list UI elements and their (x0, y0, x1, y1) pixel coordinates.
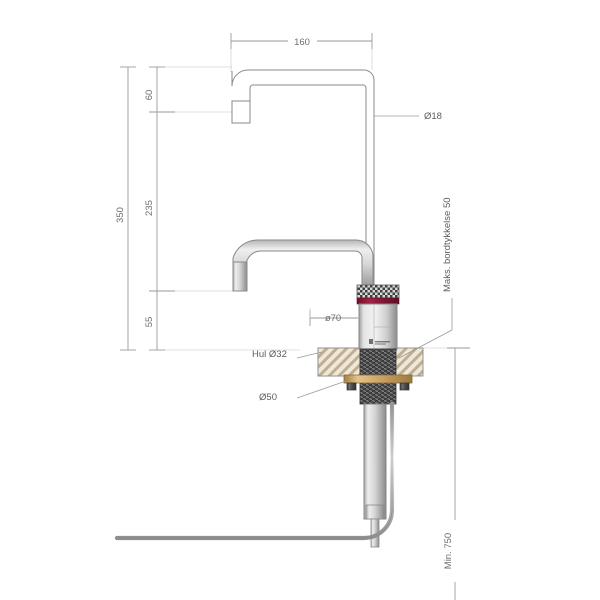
dim-min750-text-mask (443, 520, 459, 582)
label-diameter-18: Ø18 (424, 111, 442, 122)
shank-threaded-lower (359, 381, 397, 405)
dimension-label-60: 60 (144, 90, 155, 101)
dimension-group-70 (309, 308, 358, 326)
lower-spout-body (232, 239, 374, 293)
accent-band (356, 297, 400, 305)
mounting-nut-right (399, 382, 410, 391)
dimension-label-min-750: Min. 750 (443, 533, 454, 569)
lower-spout-aerator (232, 261, 248, 292)
down-tube (363, 403, 387, 548)
flex-hose-fill (114, 401, 395, 541)
down-tube-collar (365, 504, 385, 520)
upper-spout (231, 69, 375, 300)
label-hole-diameter-32: Hul Ø32 (252, 349, 287, 360)
dimension-group-left (120, 66, 300, 351)
valve-body (356, 284, 400, 350)
dimension-label-55: 55 (144, 317, 155, 328)
upper-spout-aerator (231, 100, 251, 124)
label-diameter-50: Ø50 (259, 392, 277, 403)
knurled-cap (356, 284, 400, 299)
leader-max-worktop (398, 298, 453, 359)
dimension-label-350: 350 (115, 207, 126, 223)
upper-spout-outer-edge (231, 69, 375, 300)
leader-line-50 (296, 380, 347, 399)
leader-hole-32 (296, 351, 323, 359)
brand-logo-icon (369, 339, 390, 345)
shank-threaded-upper (359, 348, 397, 377)
lower-spout (232, 239, 374, 293)
dimension-label-235: 235 (144, 200, 155, 216)
leader-diameter-50 (296, 380, 347, 399)
flex-hose-outline (117, 404, 393, 539)
leader-line-max-worktop (398, 329, 453, 359)
threaded-shank (343, 348, 413, 405)
label-max-worktop-thickness: Maks. bordtykkelse 50 (442, 197, 453, 292)
dim-160-text-mask (288, 33, 317, 48)
brass-washer (343, 374, 413, 384)
mounting-nut-left (346, 382, 357, 391)
upper-spout-inner-edge (249, 84, 367, 300)
worktop-slab-left (317, 347, 361, 377)
flex-hose (114, 401, 395, 541)
leader-line-hole32 (296, 351, 323, 359)
dimension-label-160: 160 (294, 37, 310, 48)
dimension-label-70: ø70 (325, 313, 341, 324)
